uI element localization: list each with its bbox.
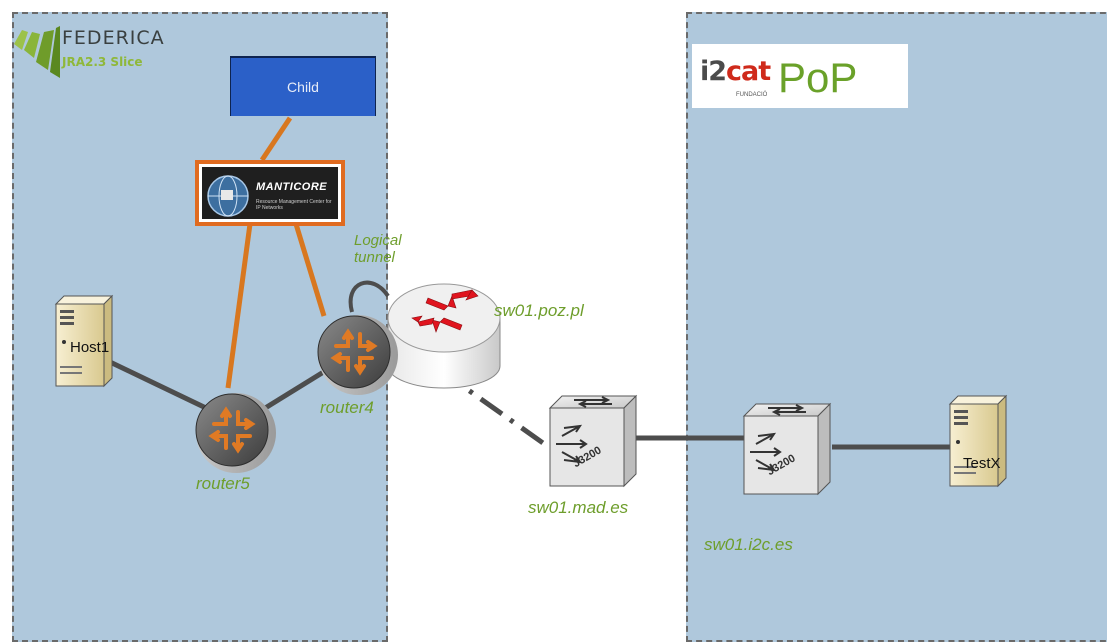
link-host1-router5 xyxy=(108,359,208,411)
manticore-logo: MANTICORE Resource Management Center for… xyxy=(202,167,338,219)
i2cat-wordmark: i2cat xyxy=(700,56,771,87)
control-links xyxy=(225,116,327,389)
manticore-title: MANTICORE xyxy=(256,181,328,193)
i2cat-fundacio: FUNDACIÓ xyxy=(736,92,768,98)
link-router5-router4 xyxy=(260,365,332,413)
router5-label: router5 xyxy=(196,474,250,493)
router4-icon[interactable] xyxy=(316,313,400,397)
child-label: Child xyxy=(287,79,319,95)
link-manticore-router4 xyxy=(293,223,327,317)
sw01-mad-label: sw01.mad.es xyxy=(528,498,629,517)
pop-label: PoP xyxy=(778,54,858,101)
logical-tunnel-label-line2: tunnel xyxy=(354,249,395,266)
sw01-i2c-switch-icon[interactable]: J3200 xyxy=(743,403,831,495)
i2cat-pop-logo: i2cat FUNDACIÓ PoP xyxy=(692,44,908,108)
child-node[interactable]: Child xyxy=(230,56,376,116)
federica-logo-icon xyxy=(14,26,60,78)
globe-icon xyxy=(207,175,249,217)
federica-subtitle: JRA2.3 Slice xyxy=(62,55,143,69)
i2cat-cat: cat xyxy=(726,56,771,87)
sw01-poz-label: sw01.poz.pl xyxy=(494,301,584,320)
network-diagram: J3200 J3200 xyxy=(14,26,1007,495)
sw01-i2c-label: sw01.i2c.es xyxy=(704,535,793,554)
manticore-subtitle: Resource Management Center for IP Networ… xyxy=(256,199,332,211)
i2cat-i2: i2 xyxy=(700,56,727,87)
host1-label: Host1 xyxy=(70,339,110,356)
router4-label: router4 xyxy=(320,398,374,417)
logical-tunnel-label-line1: Logical xyxy=(354,232,402,249)
testx-label: TestX xyxy=(963,455,1001,472)
core-router-sw01-poz[interactable] xyxy=(387,283,501,389)
testx-server-icon[interactable] xyxy=(949,395,1007,487)
link-child-manticore xyxy=(259,116,293,162)
manticore-node[interactable]: MANTICORE Resource Management Center for… xyxy=(195,160,345,226)
sw01-mad-switch-icon[interactable]: J3200 xyxy=(549,395,637,487)
router5-icon[interactable] xyxy=(194,391,278,475)
logical-tunnel-loop xyxy=(348,280,390,313)
i2cat-pop-zone xyxy=(686,12,1107,642)
link-manticore-router5 xyxy=(225,223,253,389)
federica-title: FEDERICA xyxy=(62,27,165,49)
